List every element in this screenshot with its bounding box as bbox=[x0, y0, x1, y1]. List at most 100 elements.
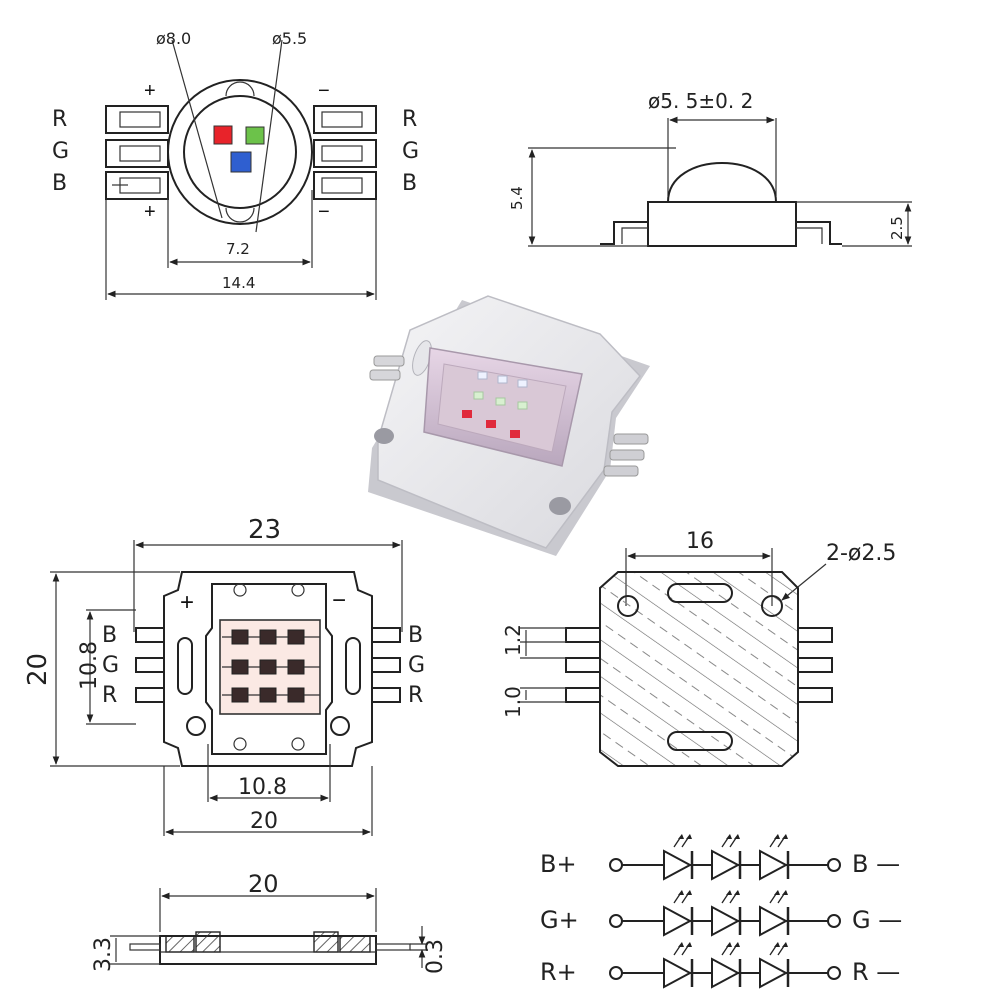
terminal-left bbox=[609, 858, 623, 872]
back-pin-right bbox=[797, 687, 833, 703]
terminal-right bbox=[827, 966, 841, 980]
pin-r-left bbox=[135, 687, 165, 703]
dim-pitch: 10.8 bbox=[77, 641, 102, 690]
green-die bbox=[495, 397, 506, 406]
dim-left-height: 20 bbox=[23, 653, 53, 686]
light-arrow-head bbox=[774, 890, 780, 895]
dim-height: 5.4 bbox=[508, 186, 526, 210]
light-arrow-head bbox=[782, 834, 788, 839]
dim-inner-width: 7.2 bbox=[226, 240, 250, 258]
left-label-g: G bbox=[52, 139, 69, 164]
back-hole bbox=[617, 595, 639, 617]
led-top-view: ø8.0 ø5.5 + − + − R G B R G B 7.2 14.4 bbox=[52, 29, 419, 300]
photo-hole bbox=[374, 428, 394, 444]
dim-lens-outer: ø8.0 bbox=[156, 29, 191, 48]
light-arrow-head bbox=[678, 942, 684, 947]
dim-bottom-width: 20 bbox=[250, 809, 278, 834]
dim-pad-width: 10.8 bbox=[238, 775, 287, 800]
right-pins bbox=[313, 105, 377, 200]
dim-side-thickness: 3.3 bbox=[91, 937, 116, 972]
module-photo bbox=[368, 295, 650, 556]
dim-dome: ø5. 5±0. 2 bbox=[648, 89, 753, 113]
front-cup-frame bbox=[205, 583, 333, 755]
dome-profile bbox=[667, 162, 777, 203]
left-label-r: R bbox=[52, 107, 67, 132]
dim-hole-spacing: 16 bbox=[686, 529, 714, 554]
light-arrow-head bbox=[686, 890, 692, 895]
back-pin-left bbox=[565, 627, 601, 643]
red-die bbox=[462, 410, 472, 418]
front-slot-right bbox=[345, 637, 361, 695]
blue-die bbox=[517, 379, 528, 388]
photo-pin bbox=[369, 369, 401, 381]
light-arrow-head bbox=[726, 834, 732, 839]
photo-hole bbox=[549, 497, 571, 515]
blue-die bbox=[497, 375, 508, 384]
dim-pin-a: 1.2 bbox=[501, 624, 525, 656]
dim-lens-inner: ø5.5 bbox=[272, 29, 307, 48]
schematic-left-r: R+ bbox=[540, 958, 577, 986]
light-arrow-head bbox=[782, 942, 788, 947]
right-label-r: R bbox=[402, 107, 417, 132]
diode-symbol bbox=[711, 849, 741, 881]
dim-top-width: 23 bbox=[248, 515, 281, 545]
diode-symbol bbox=[663, 849, 693, 881]
red-die bbox=[510, 430, 520, 438]
light-arrow-head bbox=[726, 942, 732, 947]
light-arrow-head bbox=[734, 942, 740, 947]
front-hole bbox=[186, 716, 206, 736]
module-side-view: 20 3.3 0.3 bbox=[91, 870, 448, 974]
red-chip bbox=[213, 125, 233, 145]
back-slot-bottom bbox=[667, 731, 733, 751]
front-left-label-r: R bbox=[102, 683, 117, 708]
back-slot-top bbox=[667, 583, 733, 603]
pin-g-left bbox=[135, 657, 165, 673]
diode-symbol bbox=[759, 957, 789, 989]
schematic-right-g: G — bbox=[852, 906, 902, 934]
diode-symbol bbox=[711, 957, 741, 989]
led-body-outline bbox=[167, 79, 313, 225]
module-front-view: 23 20 10.8 + − bbox=[23, 515, 425, 836]
front-plus: + bbox=[180, 589, 194, 616]
led-side-view: ø5. 5±0. 2 5.4 2.5 bbox=[508, 89, 912, 247]
front-right-label-b: B bbox=[408, 623, 423, 648]
terminal-left bbox=[609, 914, 623, 928]
light-arrow-head bbox=[686, 834, 692, 839]
front-hole bbox=[330, 716, 350, 736]
schematic-right-r: R — bbox=[852, 958, 900, 986]
back-pin-right bbox=[797, 657, 833, 673]
back-pin-right bbox=[797, 627, 833, 643]
terminal-right bbox=[827, 858, 841, 872]
blue-chip bbox=[230, 151, 252, 173]
light-arrow-head bbox=[774, 834, 780, 839]
terminal-left bbox=[609, 966, 623, 980]
light-arrow-head bbox=[734, 890, 740, 895]
led-base bbox=[647, 201, 797, 247]
left-pins bbox=[105, 105, 169, 200]
light-arrow-head bbox=[726, 890, 732, 895]
red-die bbox=[486, 420, 496, 428]
front-left-label-g: G bbox=[102, 653, 119, 678]
light-arrow-head bbox=[774, 942, 780, 947]
left-label-b: B bbox=[52, 171, 67, 196]
green-die bbox=[517, 401, 528, 410]
front-right-label-r: R bbox=[408, 683, 423, 708]
dim-holes: 2-ø2.5 bbox=[826, 541, 896, 566]
back-pin-left bbox=[565, 687, 601, 703]
dim-pin-b: 1.0 bbox=[501, 686, 525, 718]
photo-pin bbox=[373, 355, 405, 367]
diode-strings bbox=[609, 834, 841, 989]
diode-symbol bbox=[711, 905, 741, 937]
schematic-row-r: R+ R — bbox=[540, 958, 900, 986]
terminal-right bbox=[827, 914, 841, 928]
blue-die bbox=[477, 371, 488, 380]
lens-outline bbox=[183, 95, 297, 209]
back-pin-left bbox=[565, 657, 601, 673]
module-front-board bbox=[163, 571, 373, 767]
diode-symbol bbox=[663, 905, 693, 937]
pin-g-right bbox=[371, 657, 401, 673]
right-label-g: G bbox=[402, 139, 419, 164]
diode-symbol bbox=[759, 849, 789, 881]
light-arrow-head bbox=[782, 890, 788, 895]
